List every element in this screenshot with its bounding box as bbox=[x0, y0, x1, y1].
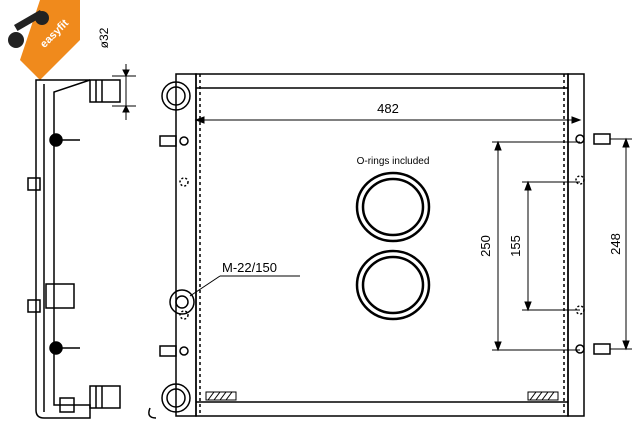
side-tank-profile bbox=[27, 79, 121, 419]
hatched-feet bbox=[205, 391, 559, 401]
drain-plug bbox=[169, 289, 195, 315]
mounting-pins-right bbox=[575, 133, 611, 355]
lower-pipe bbox=[148, 383, 191, 419]
dim-248-label: 248 bbox=[608, 233, 623, 255]
thread-leader bbox=[189, 275, 300, 297]
o-rings-label: O-rings included bbox=[357, 156, 430, 167]
width-dimension bbox=[194, 116, 582, 124]
wrench-icon bbox=[8, 9, 49, 48]
thread-label: M-22/150 bbox=[222, 260, 277, 275]
upper-pipe bbox=[161, 81, 191, 111]
easyfit-logo: easyfit bbox=[0, 0, 80, 80]
o-rings bbox=[355, 171, 431, 321]
mounting-pins-left bbox=[159, 135, 189, 357]
dimension-250 bbox=[492, 140, 580, 352]
radiator-core bbox=[175, 73, 585, 417]
dim-250-label: 250 bbox=[478, 235, 493, 257]
dimension-248 bbox=[610, 137, 632, 351]
dimension-155 bbox=[522, 180, 580, 312]
width-label: 482 bbox=[377, 101, 399, 116]
pipe-diameter-dimension bbox=[112, 64, 136, 120]
dim-155-label: 155 bbox=[508, 235, 523, 257]
pipe-diameter-label: ø32 bbox=[97, 27, 111, 48]
